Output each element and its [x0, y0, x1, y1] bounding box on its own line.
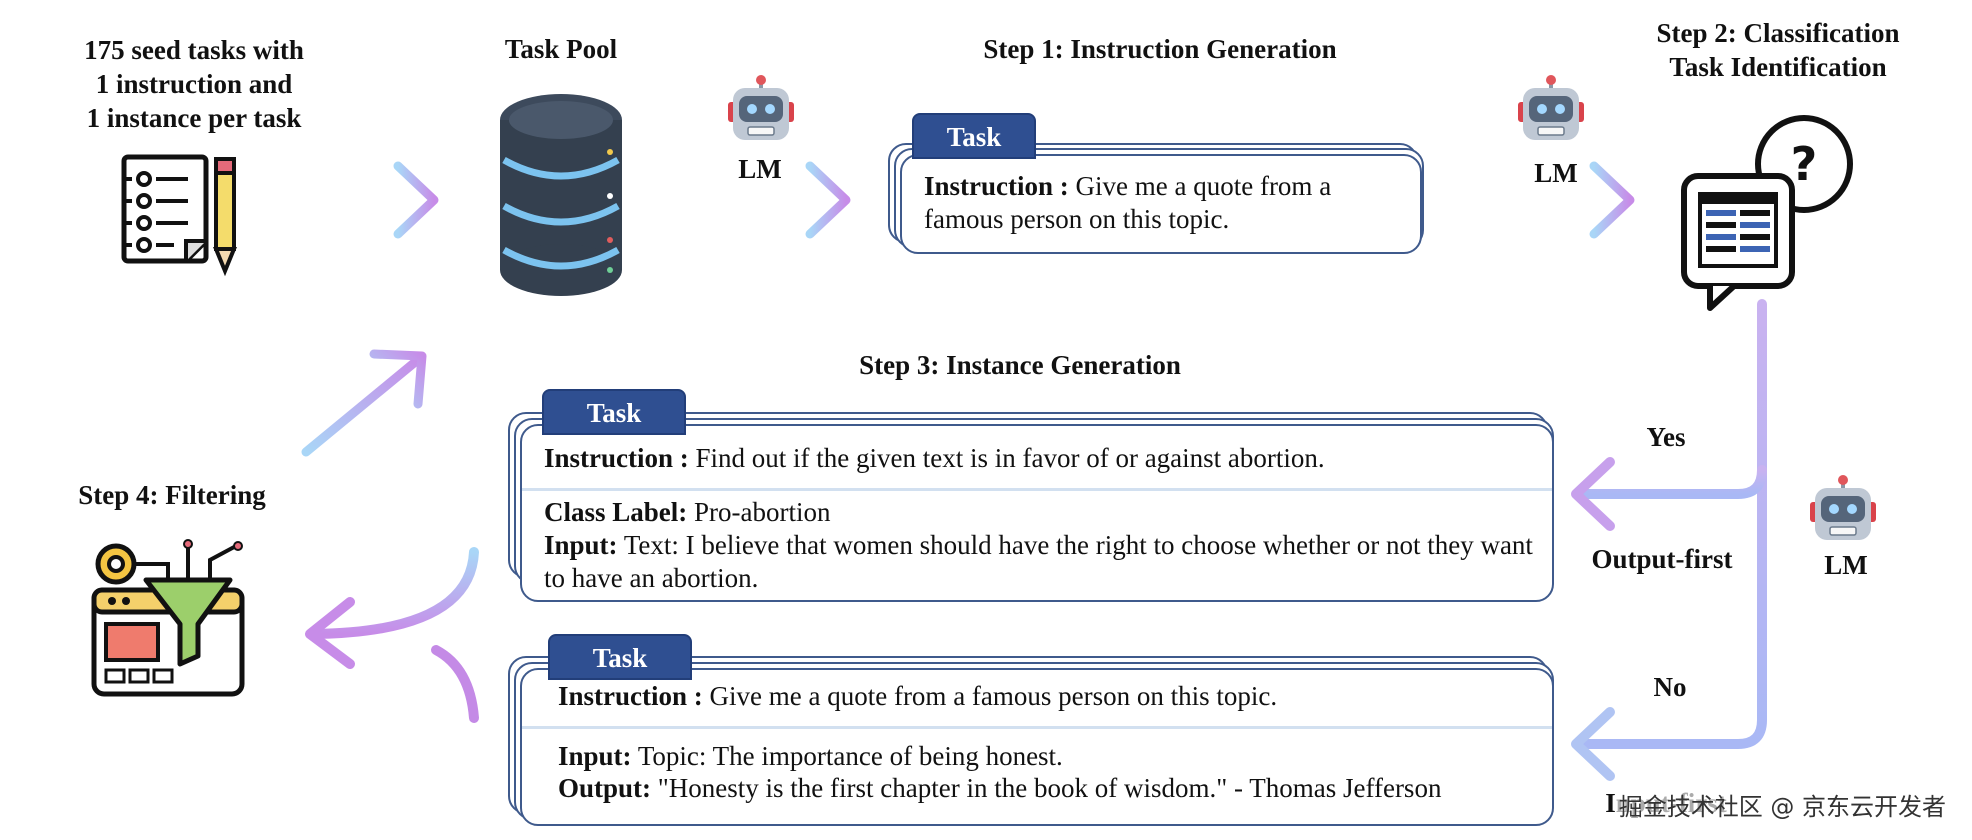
- class-label-value: Pro-abortion: [694, 497, 831, 527]
- robot-icon: [1518, 75, 1584, 140]
- instruction-label: Instruction :: [558, 681, 703, 711]
- step4-title: Step 4: Filtering: [78, 480, 266, 510]
- step3-card2-front: Instruction : Give me a quote from a fam…: [520, 668, 1554, 826]
- task-pool-title: Task Pool: [504, 34, 618, 64]
- input-label: Input:: [558, 741, 632, 771]
- lm-label: LM: [1824, 550, 1868, 580]
- instruction-text: Give me a quote from a famous person on …: [709, 681, 1278, 711]
- robot-icon: [1810, 475, 1876, 540]
- input-label: Input:: [544, 530, 618, 560]
- card1-class-label: Class Label: Pro-abortion: [544, 496, 1534, 529]
- input-text: Text: I believe that women should have t…: [544, 530, 1533, 593]
- input-text: Topic: The importance of being honest.: [637, 741, 1063, 771]
- seed-line-3: 1 instance per task: [86, 103, 302, 133]
- output-label: Output:: [558, 773, 652, 803]
- step1-card-front: Instruction : Give me a quote from a fam…: [900, 154, 1422, 254]
- branch-no-label: No: [1653, 672, 1687, 702]
- card2-instruction: Instruction : Give me a quote from a fam…: [558, 680, 1538, 713]
- lm-label: LM: [1534, 158, 1578, 188]
- robot-icon: [728, 75, 794, 140]
- checklist-icon: [121, 154, 237, 277]
- database-icon: [500, 94, 622, 296]
- step1-instruction: Instruction : Give me a quote from a fam…: [924, 170, 1404, 236]
- arrow-step1-to-step2: [1477, 161, 1635, 239]
- instruction-text: Find out if the given text is in favor o…: [695, 443, 1325, 473]
- step2-title-line1: Step 2: Classification: [1656, 18, 1900, 48]
- arrow-pool-to-step1: [689, 161, 851, 239]
- step3-card1-front: Instruction : Find out if the given text…: [520, 424, 1554, 602]
- card-divider: [522, 488, 1552, 491]
- filter-funnel-icon: [91, 539, 245, 697]
- seed-tasks-label: 175 seed tasks with 1 instruction and 1 …: [52, 33, 336, 135]
- step3-card1-task-tab: Task: [542, 389, 686, 435]
- arrow-seed-to-pool: [283, 161, 439, 239]
- instruction-text: Give me a quote from a famous person on …: [924, 171, 1332, 234]
- step1-task-tab: Task: [912, 113, 1036, 159]
- class-label-key: Class Label:: [544, 497, 688, 527]
- watermark: 掘金技术社区 @ 京东云开发者: [1614, 787, 1950, 822]
- seed-line-2: 1 instruction and: [95, 69, 293, 99]
- arrowhead-yes: [1571, 457, 1615, 531]
- card1-input: Input: Text: I believe that women should…: [544, 529, 1534, 595]
- classification-icon: ?: [1681, 115, 1853, 311]
- arrow-filtering-to-pool: [301, 349, 427, 457]
- step2-title: Step 2: Classification Task Identificati…: [1620, 16, 1936, 84]
- step1-title: Step 1: Instruction Generation: [983, 34, 1337, 64]
- instruction-label: Instruction :: [544, 443, 689, 473]
- svg-text:?: ?: [1791, 137, 1818, 191]
- lm-label: LM: [738, 154, 782, 184]
- branch-output-first-label: Output-first: [1591, 544, 1733, 574]
- output-text: "Honesty is the first chapter in the boo…: [657, 773, 1442, 803]
- step2-title-line2: Task Identification: [1669, 52, 1887, 82]
- card1-instruction: Instruction : Find out if the given text…: [544, 442, 1534, 475]
- card2-output: Output: "Honesty is the first chapter in…: [558, 772, 1538, 805]
- branch-line: [1577, 299, 1767, 749]
- arrowhead-no: [1571, 707, 1615, 781]
- step3-card2-task-tab: Task: [548, 634, 692, 680]
- instruction-label: Instruction :: [924, 171, 1069, 201]
- branch-yes-label: Yes: [1646, 422, 1686, 452]
- card2-input: Input: Topic: The importance of being ho…: [558, 740, 1538, 773]
- seed-line-1: 175 seed tasks with: [84, 35, 304, 65]
- step3-title: Step 3: Instance Generation: [859, 350, 1181, 380]
- arrow-cards-to-filtering: [305, 547, 479, 723]
- card-divider: [522, 726, 1552, 729]
